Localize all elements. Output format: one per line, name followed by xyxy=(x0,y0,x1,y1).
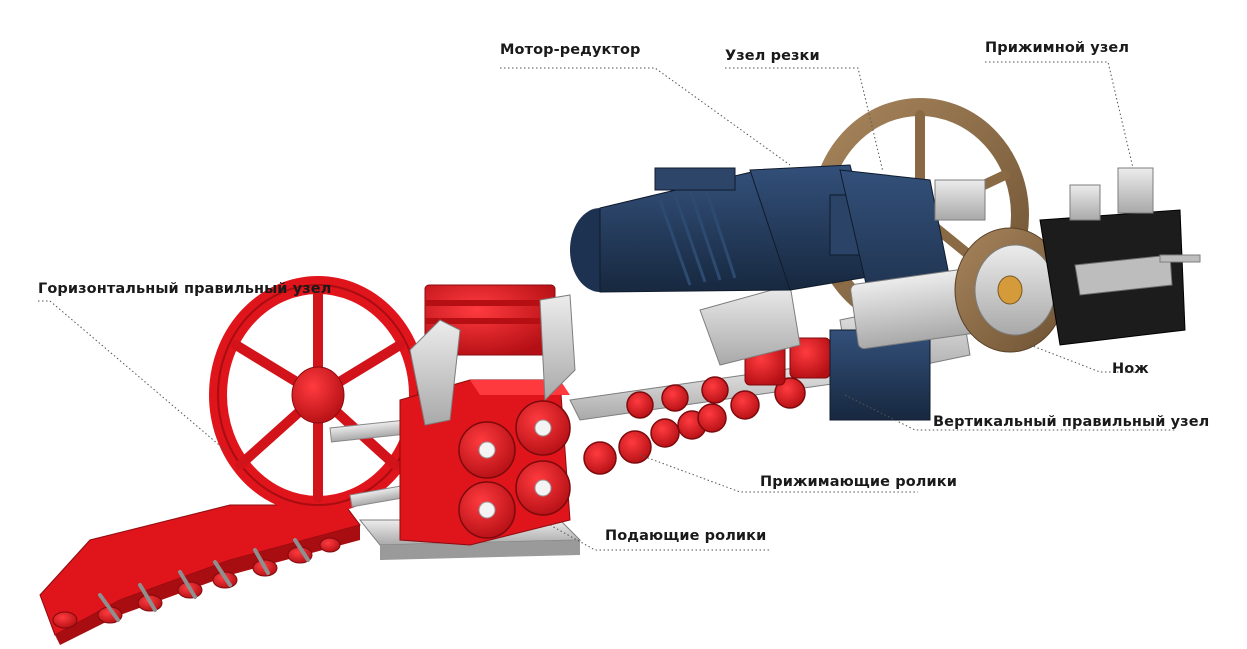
label-cutting-unit: Узел резки xyxy=(725,48,820,64)
label-horizontal-straightener: Горизонтальный правильный узел xyxy=(38,281,332,297)
label-vertical-straightener: Вертикальный правильный узел xyxy=(933,414,1210,430)
leader-knife xyxy=(1029,344,1140,373)
leader-lines xyxy=(38,61,1175,551)
adjustment-bolts xyxy=(98,538,310,622)
horizontal-straightener xyxy=(39,504,361,645)
label-motor-reducer: Мотор-редуктор xyxy=(500,42,641,58)
label-feed-rollers: Подающие ролики xyxy=(605,528,767,544)
clamping-unit xyxy=(1039,167,1201,346)
leader-horizontal-straightener xyxy=(38,300,226,451)
leader-cutting-unit xyxy=(725,67,884,173)
label-clamping-unit: Прижимной узел xyxy=(985,40,1130,56)
label-pressure-rollers: Прижимающие ролики xyxy=(760,474,957,490)
pressure-rollers-group xyxy=(583,376,806,475)
label-knife: Нож xyxy=(1112,361,1149,377)
leader-feed-rollers xyxy=(549,524,770,551)
leader-pressure-rollers xyxy=(639,454,918,493)
feed-roller-housing xyxy=(399,284,576,546)
leader-clamping-unit xyxy=(985,61,1134,169)
red-flywheel xyxy=(209,276,427,514)
leader-motor-reducer xyxy=(500,67,791,166)
knife-disk xyxy=(954,227,1066,353)
